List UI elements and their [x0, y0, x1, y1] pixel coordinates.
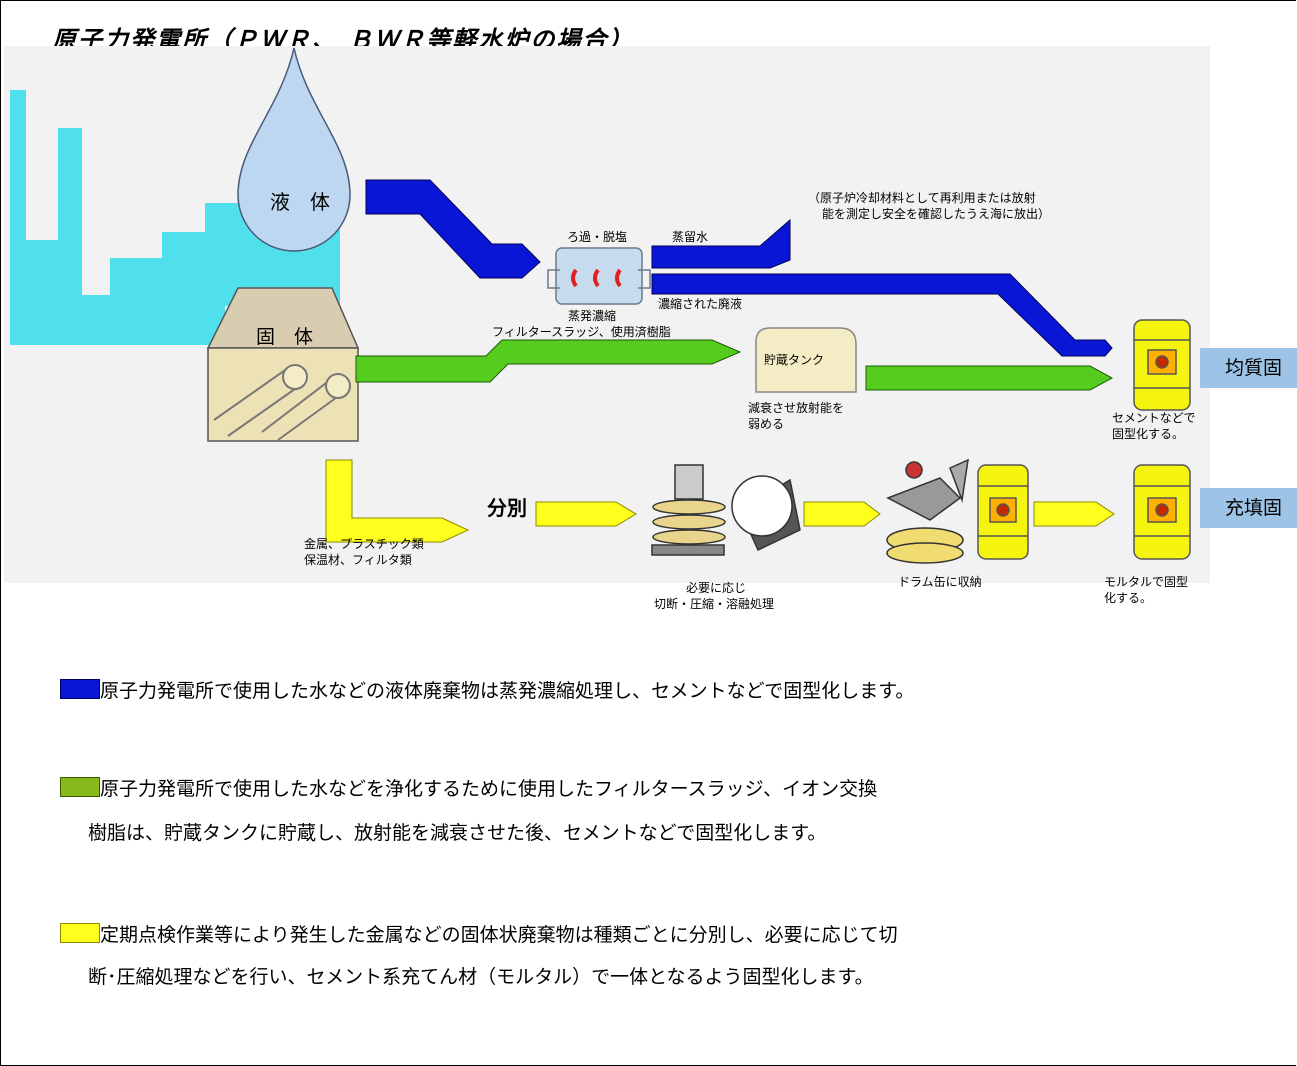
liquid-label: 液 体	[270, 190, 330, 214]
legend-sludge: 原子力発電所で使用した水などを浄化するために使用したフィルタースラッジ、イオン交…	[60, 770, 877, 808]
drum-packing-machine	[886, 458, 969, 564]
drum-label: ドラム缶に収納	[898, 575, 982, 589]
sludge-flow	[355, 339, 1114, 391]
drum-filled	[1133, 464, 1191, 560]
solid-box-pipes	[213, 364, 351, 441]
legend-solid-text-2: 断･圧縮処理などを行い、セメント系充てん材（モルタル）で一体となるよう固型化しま…	[88, 966, 874, 988]
cement-line1: セメントなどで	[1112, 411, 1196, 425]
cut-line2: 切断・圧縮・溶融処理	[654, 597, 775, 611]
compactor-machine	[651, 464, 801, 556]
storage-tank	[755, 327, 857, 393]
storage-tank-label: 貯蔵タンク	[764, 353, 825, 367]
sort-label: 分別	[487, 496, 527, 520]
legend-solid: 定期点検作業等により発生した金属などの固体状廃棄物は種類ごとに分別し、必要に応じ…	[60, 916, 898, 954]
solid-label: 固 体	[256, 326, 314, 348]
solid-flow	[325, 459, 1115, 543]
drum-homogeneous	[1133, 319, 1191, 411]
decay-line2: 弱める	[748, 417, 785, 431]
legend-liquid-swatch	[60, 679, 100, 699]
mortar-line2: 化する。	[1104, 591, 1153, 605]
evaporator	[547, 247, 651, 305]
cut-line1: 必要に応じ	[686, 581, 747, 595]
mortar-line1: モルタルで固型	[1104, 575, 1189, 589]
homogeneous-solidification-tag: 均質固	[1200, 348, 1297, 388]
plant-building	[10, 90, 340, 345]
decay-line1: 減衰させ放射能を	[748, 401, 845, 415]
liquid-flow	[365, 179, 1113, 357]
evaporator-top-label: ろ過・脱塩	[567, 230, 628, 244]
evaporator-bottom-label: 蒸発濃縮	[568, 309, 617, 323]
metal-line1: 金属、プラスチック類	[304, 537, 424, 551]
liquid-drop	[237, 47, 351, 252]
legend-sludge-text-2: 樹脂は、貯蔵タンクに貯蔵し、放射能を減衰させた後、セメントなどで固型化します。	[88, 822, 827, 844]
legend-solid-swatch	[60, 923, 100, 943]
legend-sludge-swatch	[60, 777, 100, 797]
metal-line2: 保温材、フィルタ類	[304, 553, 412, 567]
sludge-label: フィルタースラッジ、使用済樹脂	[492, 325, 671, 339]
reuse-note-line1: （原子炉冷却材料として再利用または放射	[808, 191, 1036, 205]
drum-packed	[977, 464, 1029, 560]
filled-solidification-tag: 充填固	[1200, 488, 1297, 528]
reuse-note-line2: 能を測定し安全を確認したうえ海に放出）	[822, 207, 1051, 221]
legend-liquid: 原子力発電所で使用した水などの液体廃棄物は蒸発濃縮処理し、セメントなどで固型化し…	[60, 672, 914, 710]
distilled-water-label: 蒸留水	[672, 230, 709, 244]
legend-sludge-text-1: 原子力発電所で使用した水などを浄化するために使用したフィルタースラッジ、イオン交…	[100, 778, 878, 800]
cement-line2: 固型化する。	[1112, 427, 1185, 441]
concentrate-label: 濃縮された廃液	[658, 297, 743, 311]
legend-solid-text-1: 定期点検作業等により発生した金属などの固体状廃棄物は種類ごとに分別し、必要に応じ…	[100, 924, 898, 946]
legend-liquid-text: 原子力発電所で使用した水などの液体廃棄物は蒸発濃縮処理し、セメントなどで固型化し…	[100, 680, 915, 702]
